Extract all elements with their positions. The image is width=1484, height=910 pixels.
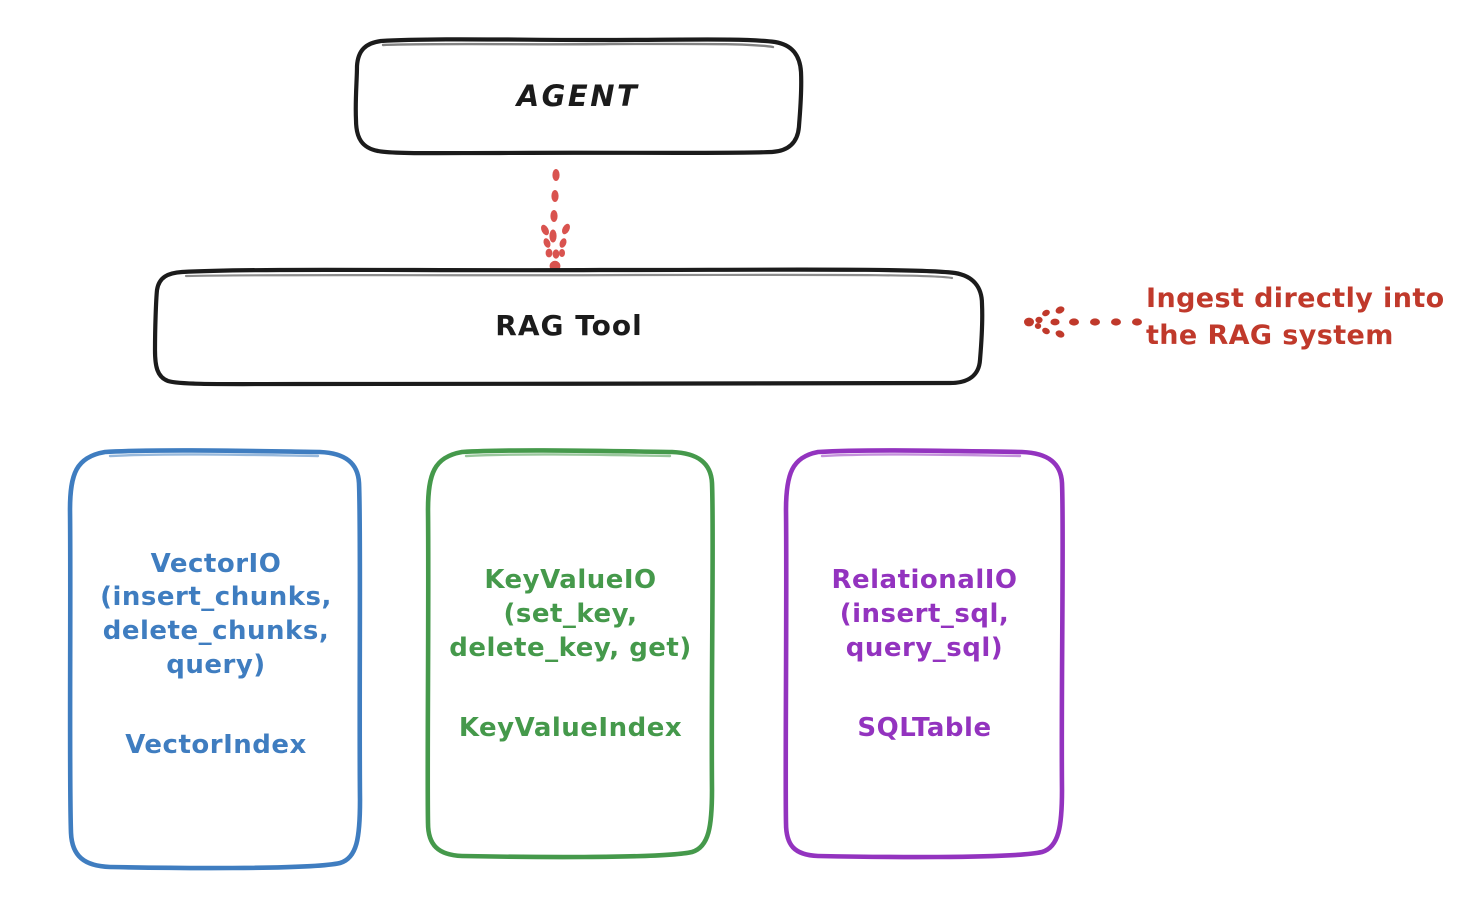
key-value-io-node-shape[interactable]: [425, 448, 716, 860]
rag-tool-node-shape[interactable]: [152, 267, 985, 387]
agent-to-rag-connector: [541, 169, 570, 272]
vector-io-node-shape[interactable]: [67, 448, 363, 871]
agent-node-shape[interactable]: [353, 37, 804, 156]
ingest-arrow-connector: [1024, 306, 1142, 338]
relational-io-node-shape[interactable]: [783, 448, 1066, 860]
